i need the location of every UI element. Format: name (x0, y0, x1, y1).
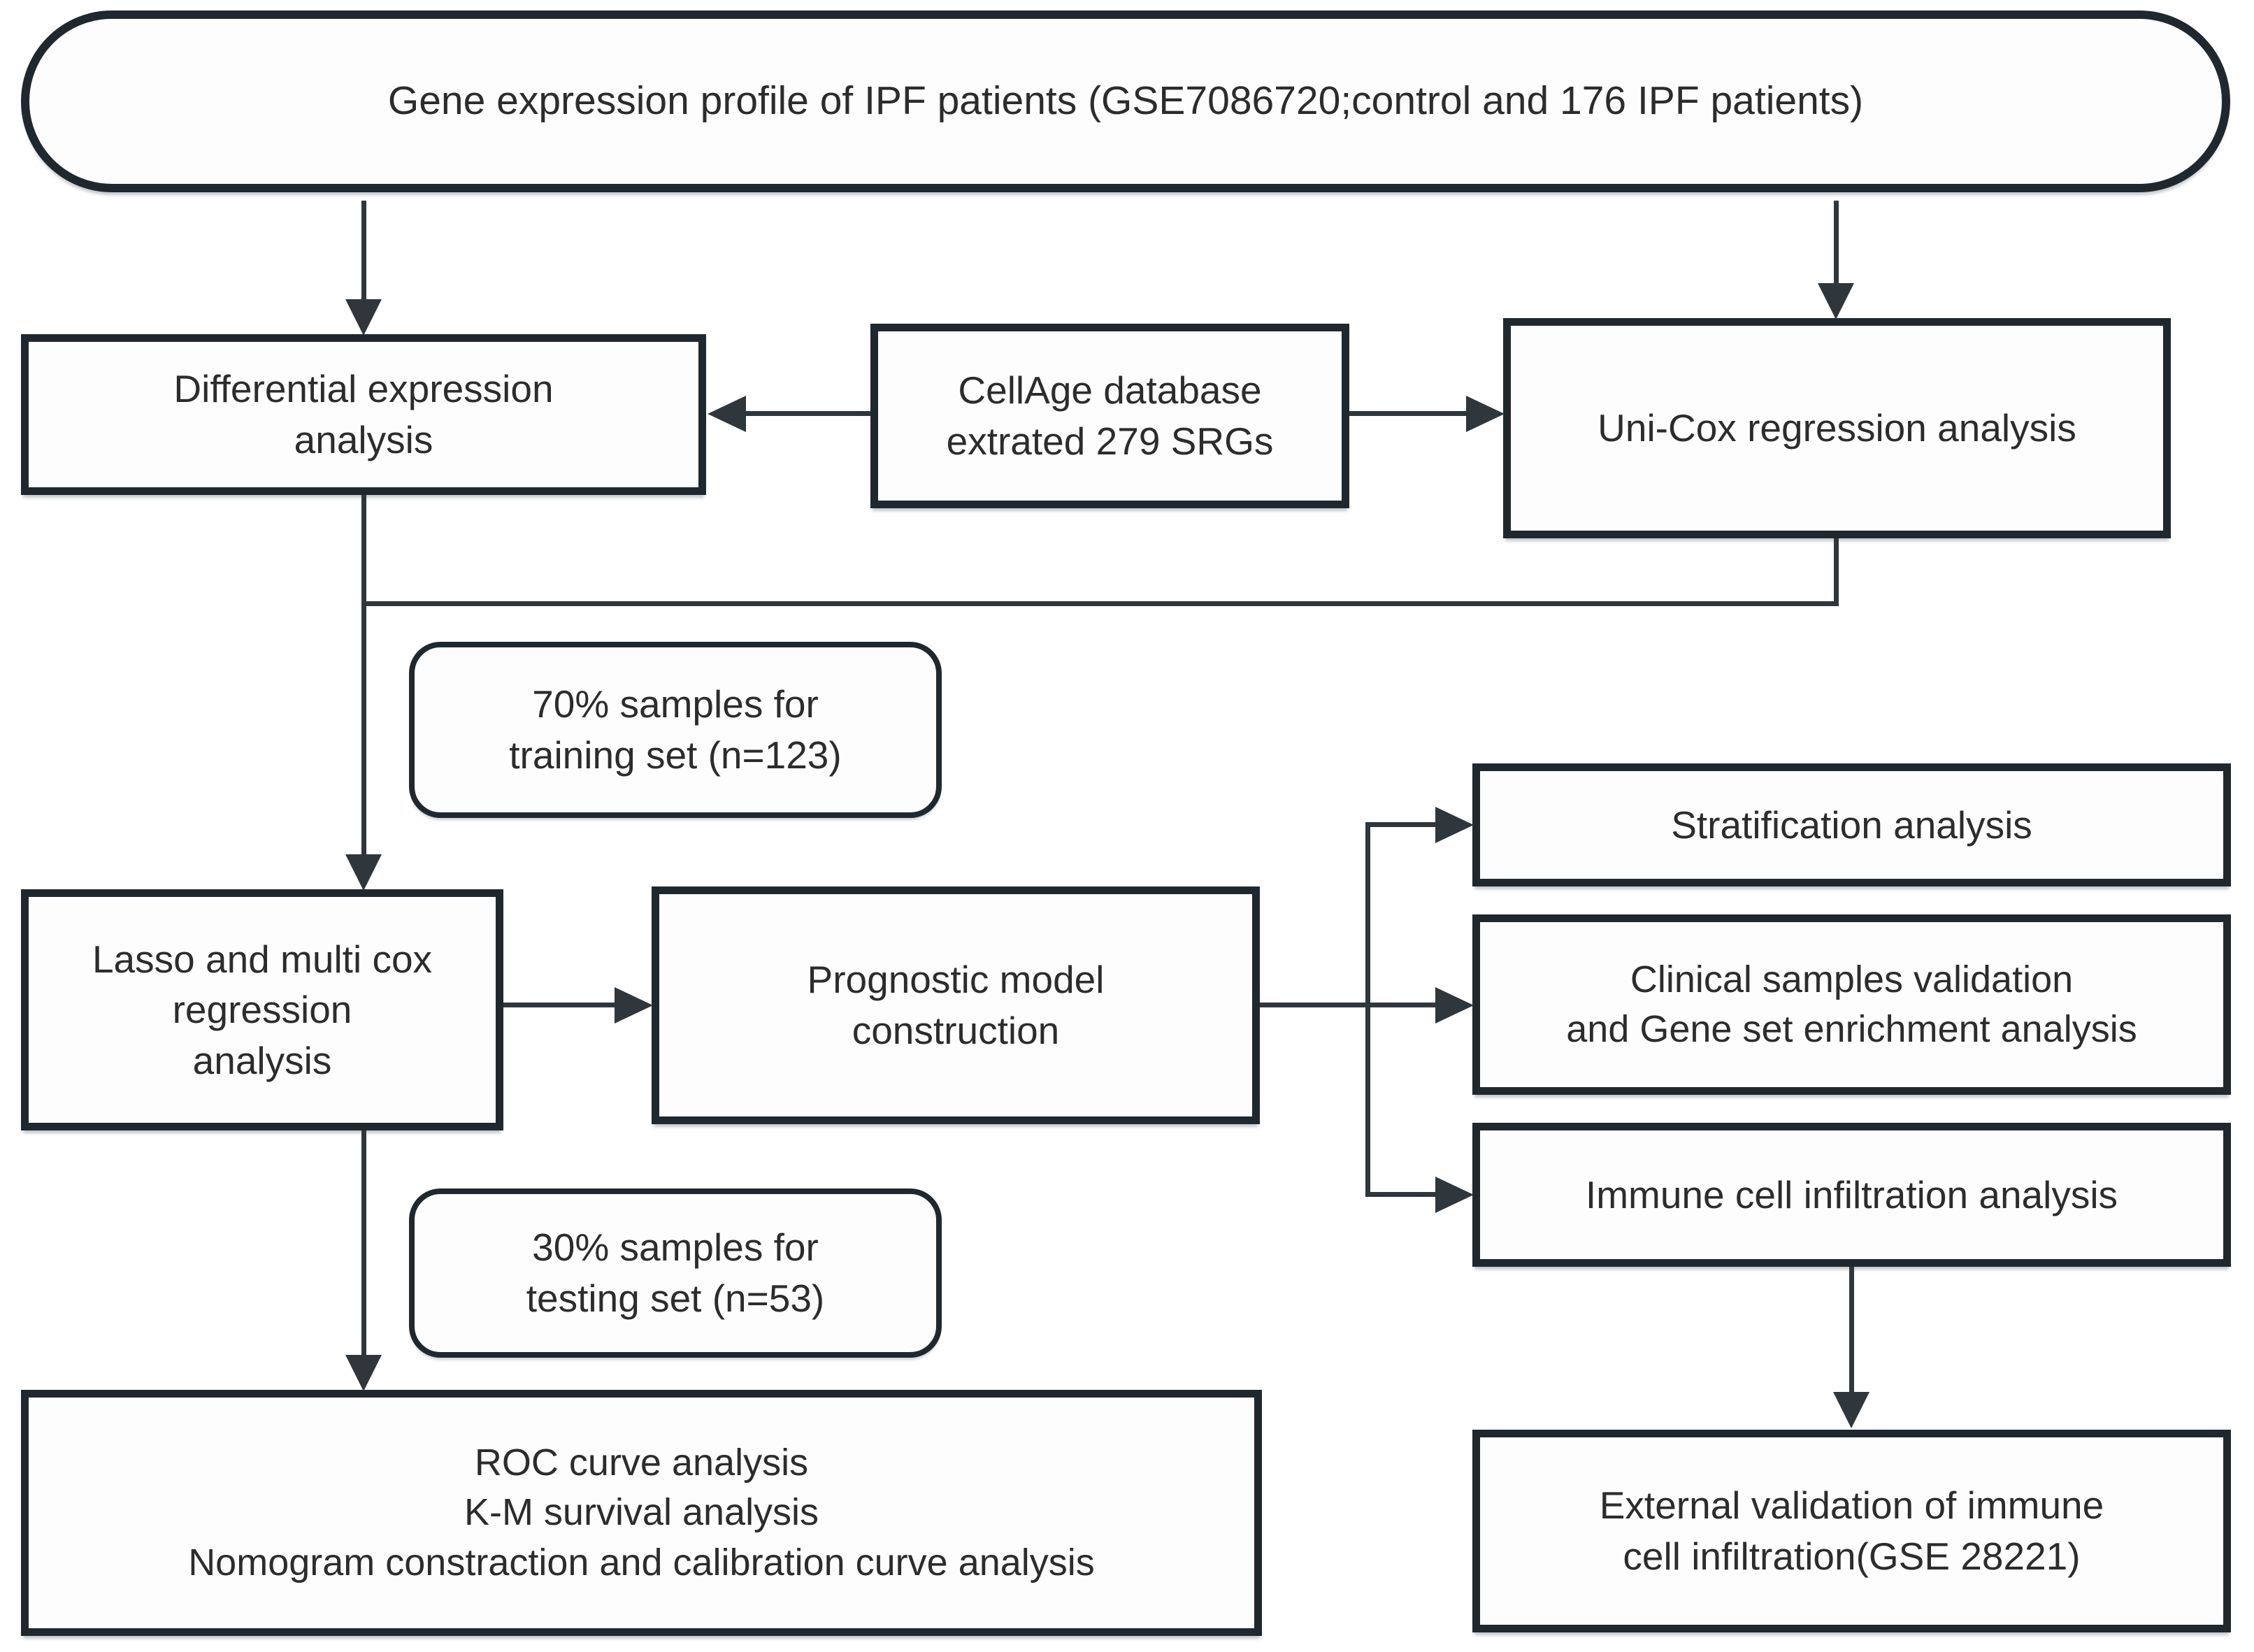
node-roc-km-nomogram-analysis: ROC curve analysis K-M survival analysis… (21, 1390, 1262, 1636)
node-prognostic-model-construction: Prognostic model construction (652, 886, 1260, 1124)
edge-branch-to-clinical-line (1365, 1003, 1437, 1007)
node-testing-set-line-1: 30% samples for (532, 1226, 819, 1270)
edge-branch-to-immune-arrowhead (1435, 1177, 1474, 1213)
edge-cellage-to-unicox-arrowhead (1466, 396, 1505, 432)
edge-merge-horizontal-line (361, 601, 1839, 606)
edge-branch-to-immune-line (1365, 1192, 1437, 1197)
edge-source-to-unicox-line (1834, 201, 1839, 285)
edge-immune-to-external-line (1849, 1267, 1854, 1393)
node-prognostic-line-1: Prognostic model (807, 958, 1105, 1002)
node-unicox-regression-analysis: Uni-Cox regression analysis (1503, 318, 2171, 538)
node-clinical-line-2: and Gene set enrichment analysis (1566, 1008, 2137, 1050)
node-stratification-analysis: Stratification analysis (1472, 763, 2231, 886)
node-roc-line-1: ROC curve analysis (474, 1442, 809, 1484)
node-training-set-label: 70% samples for training set (n=123) (409, 642, 942, 818)
edge-branch-to-stratification-arrowhead (1435, 807, 1474, 843)
node-testing-set-line-2: testing set (n=53) (526, 1277, 825, 1320)
edge-diff-to-lasso-line (361, 495, 366, 857)
node-gene-expression-source: Gene expression profile of IPF patients … (21, 10, 2230, 192)
node-testing-set-label: 30% samples for testing set (n=53) (409, 1188, 942, 1358)
node-roc-line-3: Nomogram constraction and calibration cu… (188, 1541, 1095, 1583)
node-differential-expression-analysis: Differential expression analysis (21, 334, 706, 495)
edge-branch-to-clinical-arrowhead (1435, 987, 1474, 1023)
edge-diff-to-lasso-arrowhead (345, 854, 382, 891)
edge-cellage-to-unicox-line (1349, 411, 1470, 416)
node-lasso-line-1: Lasso and multi cox (92, 937, 433, 981)
edge-immune-to-external-arrowhead (1833, 1392, 1869, 1428)
node-external-validation: External validation of immune cell infil… (1472, 1430, 2231, 1632)
node-immune-cell-infiltration: Immune cell infiltration analysis (1472, 1123, 2231, 1267)
node-lasso-line-2: regression (172, 988, 352, 1032)
edge-lasso-to-roc-line (361, 1130, 366, 1358)
node-lasso-line-3: analysis (192, 1038, 332, 1082)
node-stratification-text: Stratification analysis (1671, 803, 2032, 847)
node-gene-expression-source-text: Gene expression profile of IPF patients … (387, 78, 1864, 124)
edge-cellage-to-diff-line (742, 411, 870, 416)
edge-lasso-to-roc-arrowhead (345, 1355, 382, 1391)
node-cellage-database: CellAge database extrated 279 SRGs (870, 324, 1349, 508)
edge-cellage-to-diff-arrowhead (708, 396, 746, 432)
edge-branch-trunk-line (1365, 822, 1370, 1197)
edge-unicox-down-line (1834, 538, 1839, 606)
node-differential-expression-line-1: Differential expression (173, 367, 554, 411)
node-clinical-validation-gsea: Clinical samples validation and Gene set… (1472, 914, 2231, 1095)
edge-source-to-unicox-arrowhead (1818, 283, 1854, 319)
node-external-line-1: External validation of immune (1599, 1484, 2104, 1528)
edge-source-to-diff-line (361, 201, 366, 308)
node-immune-infiltration-text: Immune cell infiltration analysis (1585, 1172, 2118, 1216)
edge-prognostic-to-branch-line (1260, 1003, 1370, 1007)
node-clinical-line-1: Clinical samples validation (1630, 958, 2074, 1000)
edge-branch-to-stratification-line (1365, 822, 1437, 827)
node-prognostic-line-2: construction (852, 1009, 1060, 1052)
node-unicox-regression-text: Uni-Cox regression analysis (1598, 406, 2076, 450)
node-training-set-line-1: 70% samples for (532, 682, 819, 726)
node-external-line-2: cell infiltration(GSE 28221) (1623, 1535, 2081, 1578)
node-lasso-multicox-analysis: Lasso and multi cox regression analysis (21, 889, 503, 1130)
node-cellage-database-line-1: CellAge database (958, 368, 1262, 412)
node-differential-expression-line-2: analysis (294, 418, 433, 461)
node-roc-line-2: K-M survival analysis (464, 1491, 819, 1534)
node-cellage-database-line-2: extrated 279 SRGs (946, 419, 1274, 463)
node-training-set-line-2: training set (n=123) (509, 733, 842, 777)
edge-lasso-to-prognostic-line (503, 1003, 617, 1007)
edge-source-to-diff-arrowhead (345, 299, 382, 336)
edge-lasso-to-prognostic-arrowhead (615, 987, 653, 1023)
